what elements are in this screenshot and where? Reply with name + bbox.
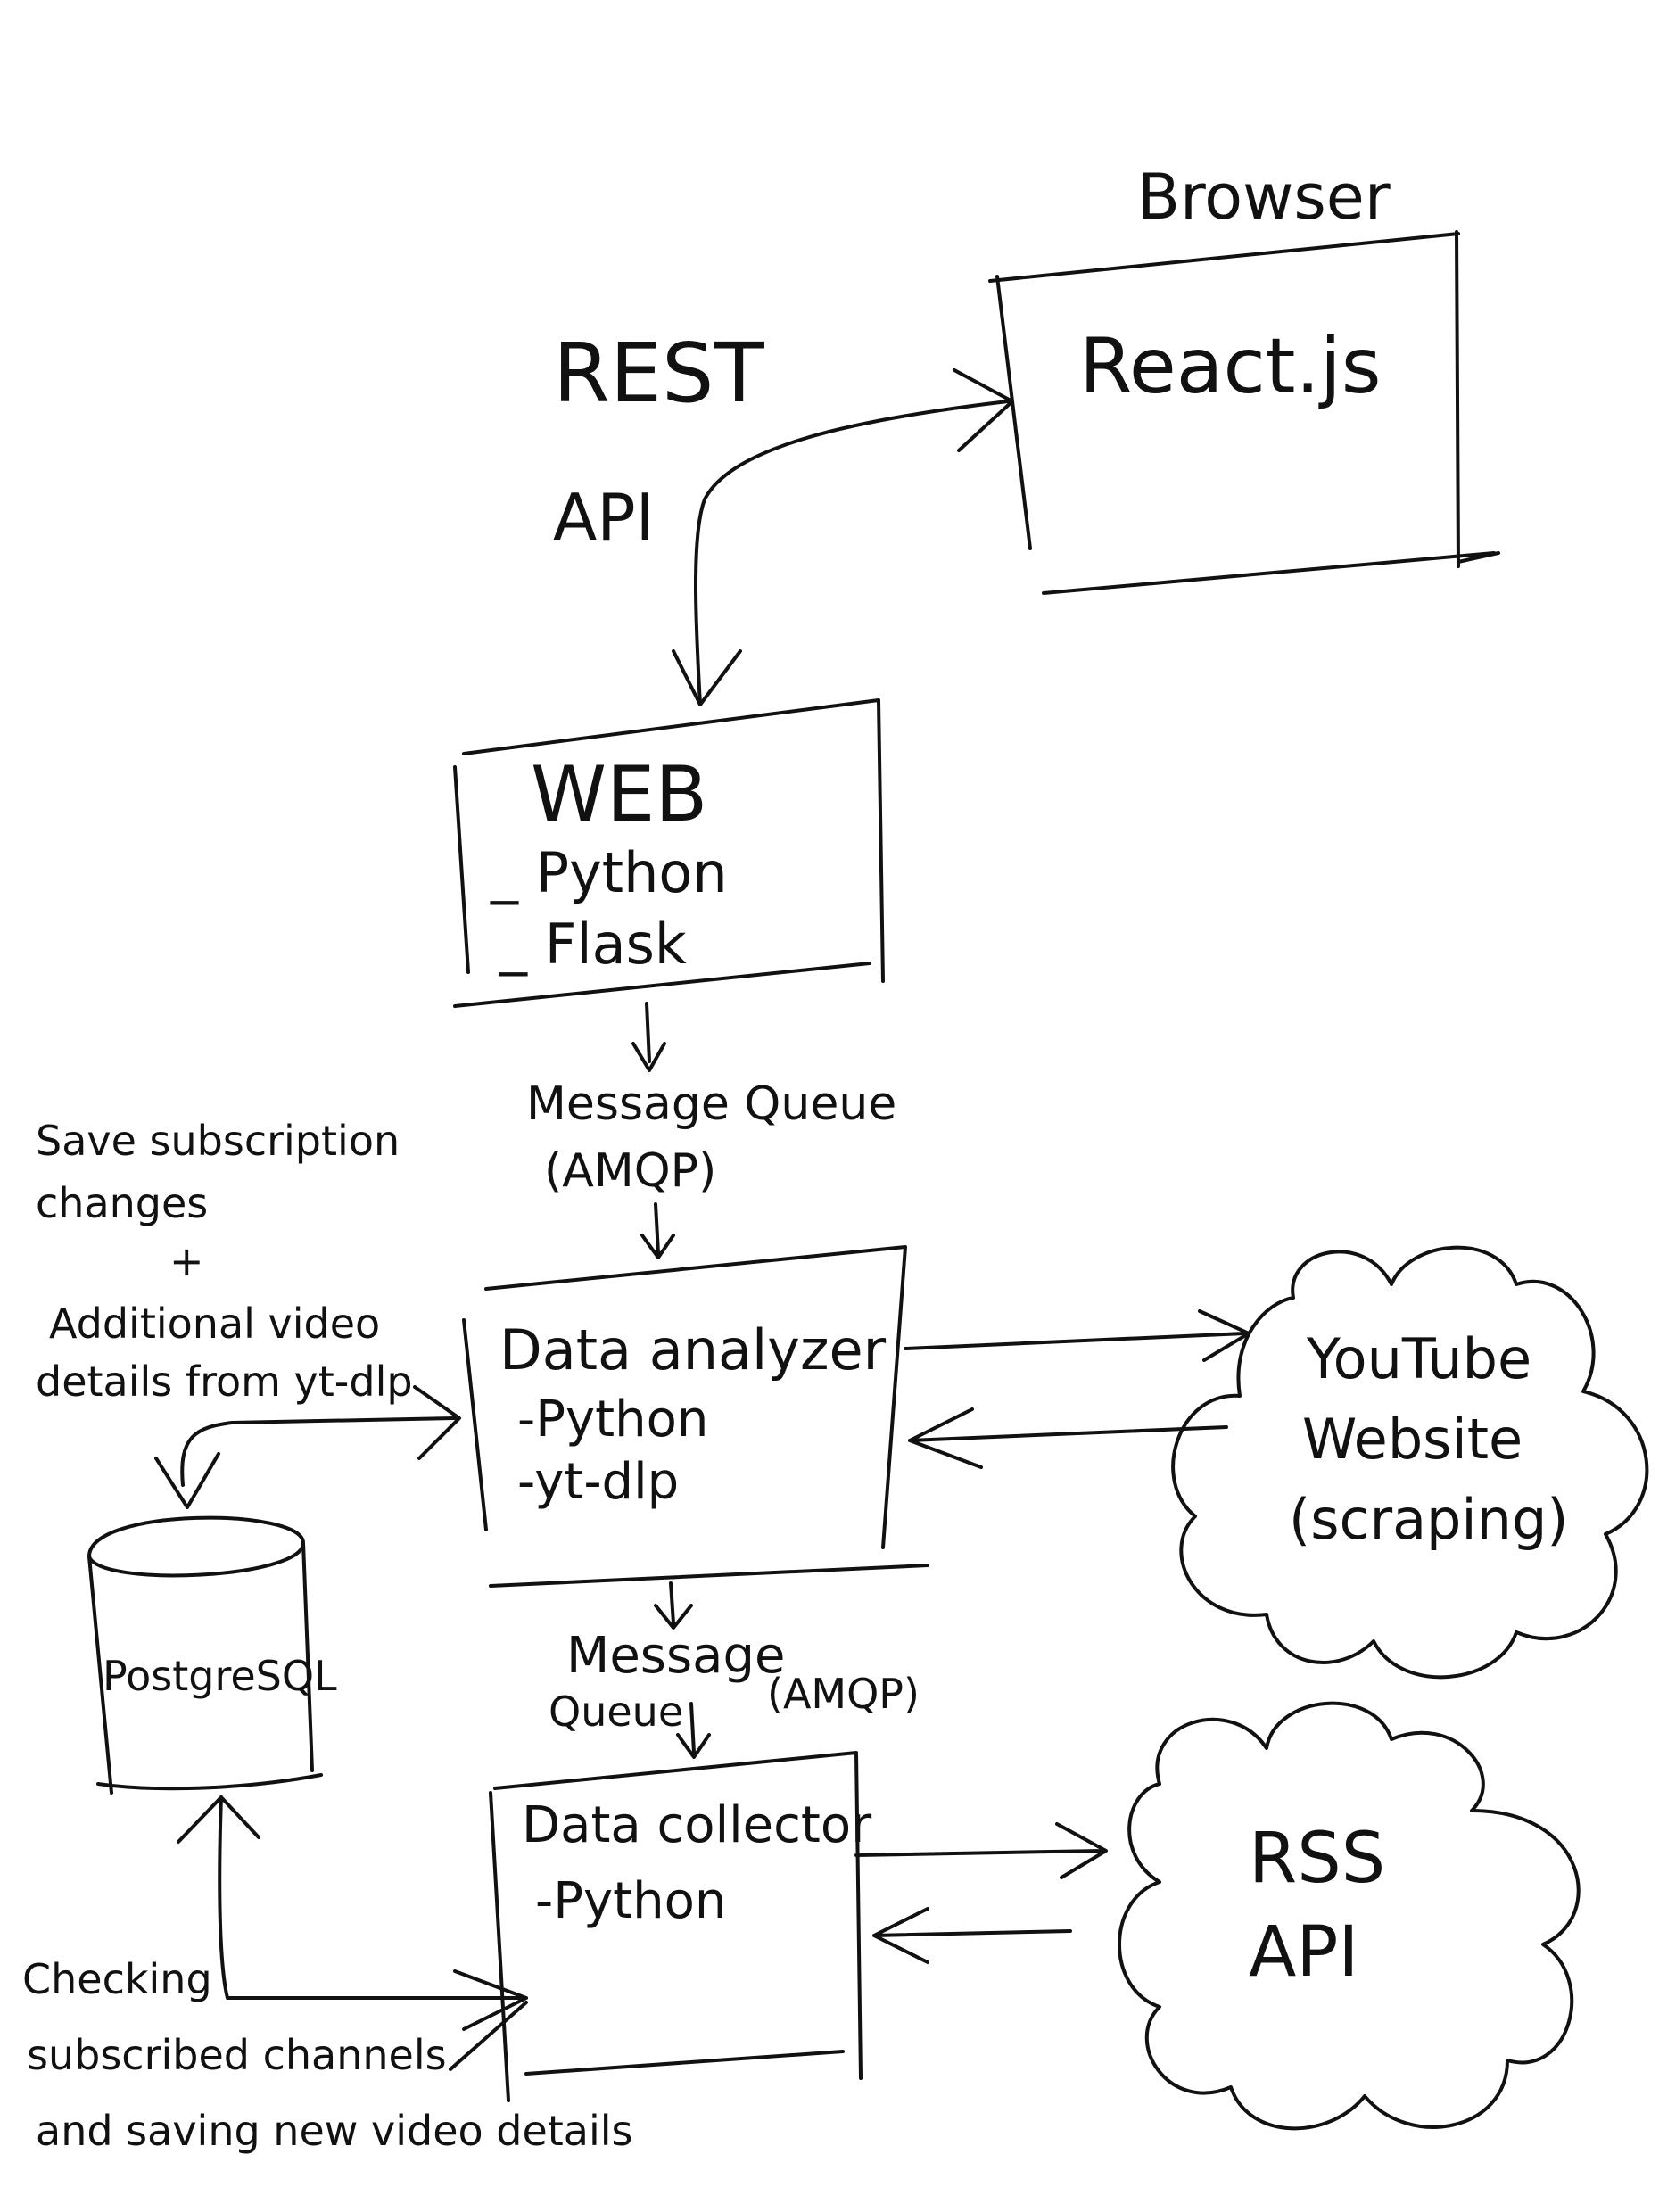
arrow-queue-to-collector bbox=[676, 1702, 711, 1759]
arrow-postgres-analyzer bbox=[154, 1385, 461, 1509]
youtube-cloud bbox=[1171, 1245, 1649, 1680]
data-analyzer-node: Data analyzer -Python -yt-dlp bbox=[462, 1245, 929, 1588]
arrow-web-to-queue bbox=[631, 1002, 666, 1072]
web-title: WEB bbox=[531, 750, 707, 839]
browser-label: Browser bbox=[1137, 161, 1391, 234]
note-save-line3: + bbox=[169, 1237, 204, 1285]
browser-box bbox=[988, 230, 1500, 595]
note-check-line2: subscribed channels bbox=[27, 2031, 447, 2079]
youtube-line1: YouTube bbox=[1306, 1326, 1531, 1391]
analyzer-box bbox=[462, 1245, 929, 1588]
queue-bottom-line1: Message bbox=[566, 1627, 785, 1685]
analyzer-title: Data analyzer bbox=[499, 1317, 887, 1382]
arrow-collector-to-rss bbox=[854, 1822, 1108, 1879]
note-check-line3: and saving new video details bbox=[36, 2107, 633, 2155]
arrow-head-to-browser bbox=[953, 368, 1014, 452]
queue-bottom: Message Queue (AMQP) bbox=[549, 1581, 920, 1759]
note-check-line1: Checking bbox=[22, 1955, 212, 2003]
rss-cloud bbox=[1118, 1701, 1581, 2131]
rest-label: REST bbox=[553, 326, 764, 421]
queue-top: Message Queue (AMQP) bbox=[526, 1002, 896, 1259]
arrow-collector-postgres bbox=[177, 1795, 528, 2071]
rss-line2: API bbox=[1249, 1912, 1358, 1993]
collector-title: Data collector bbox=[522, 1796, 872, 1854]
rss-node: RSS API bbox=[1118, 1701, 1581, 2131]
arrow-analyzer-to-queue bbox=[654, 1581, 693, 1630]
note-save-line2: changes bbox=[36, 1179, 208, 1227]
note-save-line4: Additional video bbox=[49, 1300, 380, 1348]
postgres-cylinder bbox=[87, 1515, 323, 1795]
data-collector-node: Data collector -Python bbox=[489, 1751, 872, 2102]
api-label: API bbox=[553, 480, 655, 555]
web-item-flask: _ Flask bbox=[499, 912, 687, 977]
web-item-python: _ Python bbox=[490, 840, 728, 905]
browser-node: Browser React.js bbox=[988, 161, 1500, 595]
analyzer-item-ytdlp: -yt-dlp bbox=[517, 1453, 679, 1511]
web-box bbox=[453, 698, 885, 1008]
collector-box bbox=[489, 1751, 863, 2102]
arrow-rss-to-collector bbox=[872, 1907, 1072, 1964]
postgres-node: PostgreSQL bbox=[87, 1515, 337, 1795]
analyzer-item-python: -Python bbox=[517, 1391, 708, 1449]
web-node: WEB _ Python _ Flask bbox=[453, 698, 885, 1008]
note-save-line5: details from yt-dlp bbox=[36, 1358, 413, 1406]
postgres-label: PostgreSQL bbox=[103, 1652, 337, 1700]
youtube-line3: (scraping) bbox=[1289, 1487, 1568, 1552]
arrow-queue-to-analyzer bbox=[640, 1202, 675, 1259]
rss-line1: RSS bbox=[1249, 1819, 1385, 1899]
youtube-node: YouTube Website (scraping) bbox=[1171, 1245, 1649, 1680]
queue-bottom-line2: Queue bbox=[549, 1688, 683, 1736]
browser-react-label: React.js bbox=[1079, 322, 1382, 411]
collector-item-python: -Python bbox=[535, 1872, 726, 1930]
arrow-head-to-web bbox=[672, 649, 742, 706]
arrow-analyzer-to-youtube bbox=[904, 1309, 1250, 1362]
checking-note: Checking subscribed channels and saving … bbox=[22, 1955, 633, 2155]
save-subscription-note: Save subscription changes + Additional v… bbox=[36, 1117, 413, 1406]
note-save-line1: Save subscription bbox=[36, 1117, 400, 1165]
queue-bottom-line3: (AMQP) bbox=[767, 1670, 920, 1718]
queue-top-line1: Message Queue bbox=[526, 1077, 896, 1131]
queue-top-line2: (AMQP) bbox=[544, 1144, 716, 1198]
rest-api-connector: REST API bbox=[553, 326, 1014, 706]
arrow-youtube-to-analyzer bbox=[908, 1407, 1228, 1469]
rest-api-line bbox=[694, 400, 1010, 706]
youtube-line2: Website bbox=[1302, 1407, 1523, 1472]
